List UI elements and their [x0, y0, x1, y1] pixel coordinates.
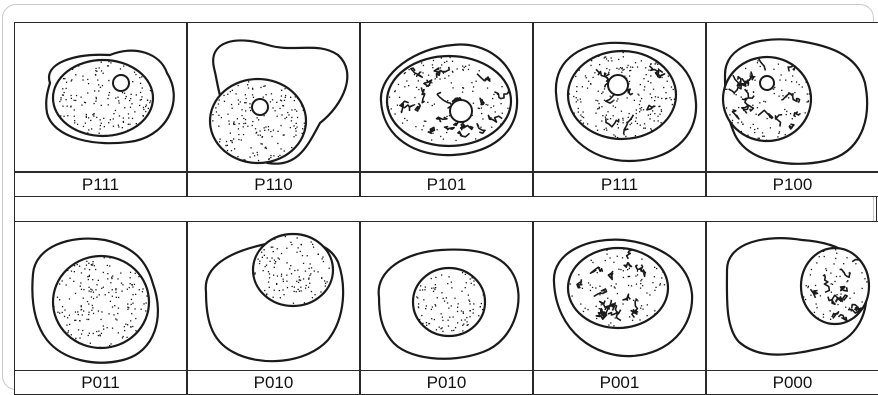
cell-label: P010: [187, 370, 360, 395]
cell-label: P000: [706, 370, 878, 395]
cell-label: P101: [360, 172, 533, 197]
nucleus-outline: [53, 256, 149, 348]
cell-panel: [14, 22, 187, 172]
cell-label: P100: [706, 172, 878, 197]
cell-drawing: [534, 222, 706, 371]
nucleolus: [113, 75, 129, 91]
cell-panel: [360, 221, 533, 371]
cell-drawing: [361, 222, 533, 371]
cell-drawing: [534, 23, 706, 172]
cell-panel: [706, 221, 878, 371]
cell-drawing: [707, 222, 878, 371]
row-spacer: [14, 197, 877, 221]
cell-panel: [187, 22, 360, 172]
cell-drawing: [361, 23, 533, 172]
nucleolus: [450, 100, 472, 122]
cell-label: P011: [14, 370, 187, 395]
nucleolus: [760, 76, 774, 90]
cell-grid: P111 P110 P101 P111 P100 P011 P010 P010 …: [14, 22, 877, 392]
nucleus-outline: [53, 60, 153, 136]
cell-panel: [533, 22, 706, 172]
cell-drawing: [188, 23, 360, 172]
cell-label: P010: [360, 370, 533, 395]
cell-panel: [360, 22, 533, 172]
cell-label: P001: [533, 370, 706, 395]
cell-label: P111: [14, 172, 187, 197]
cell-label: P111: [533, 172, 706, 197]
cell-drawing: [707, 23, 878, 172]
cell-drawing: [15, 23, 187, 172]
cell-panel: [14, 221, 187, 371]
cell-drawing: [15, 222, 187, 371]
nucleolus: [252, 99, 268, 115]
cell-drawing: [188, 222, 360, 371]
cell-panel: [706, 22, 878, 172]
cell-panel: [187, 221, 360, 371]
nucleolus: [608, 75, 628, 95]
nucleus-outline: [253, 234, 333, 306]
cell-label: P110: [187, 172, 360, 197]
cell-panel: [533, 221, 706, 371]
